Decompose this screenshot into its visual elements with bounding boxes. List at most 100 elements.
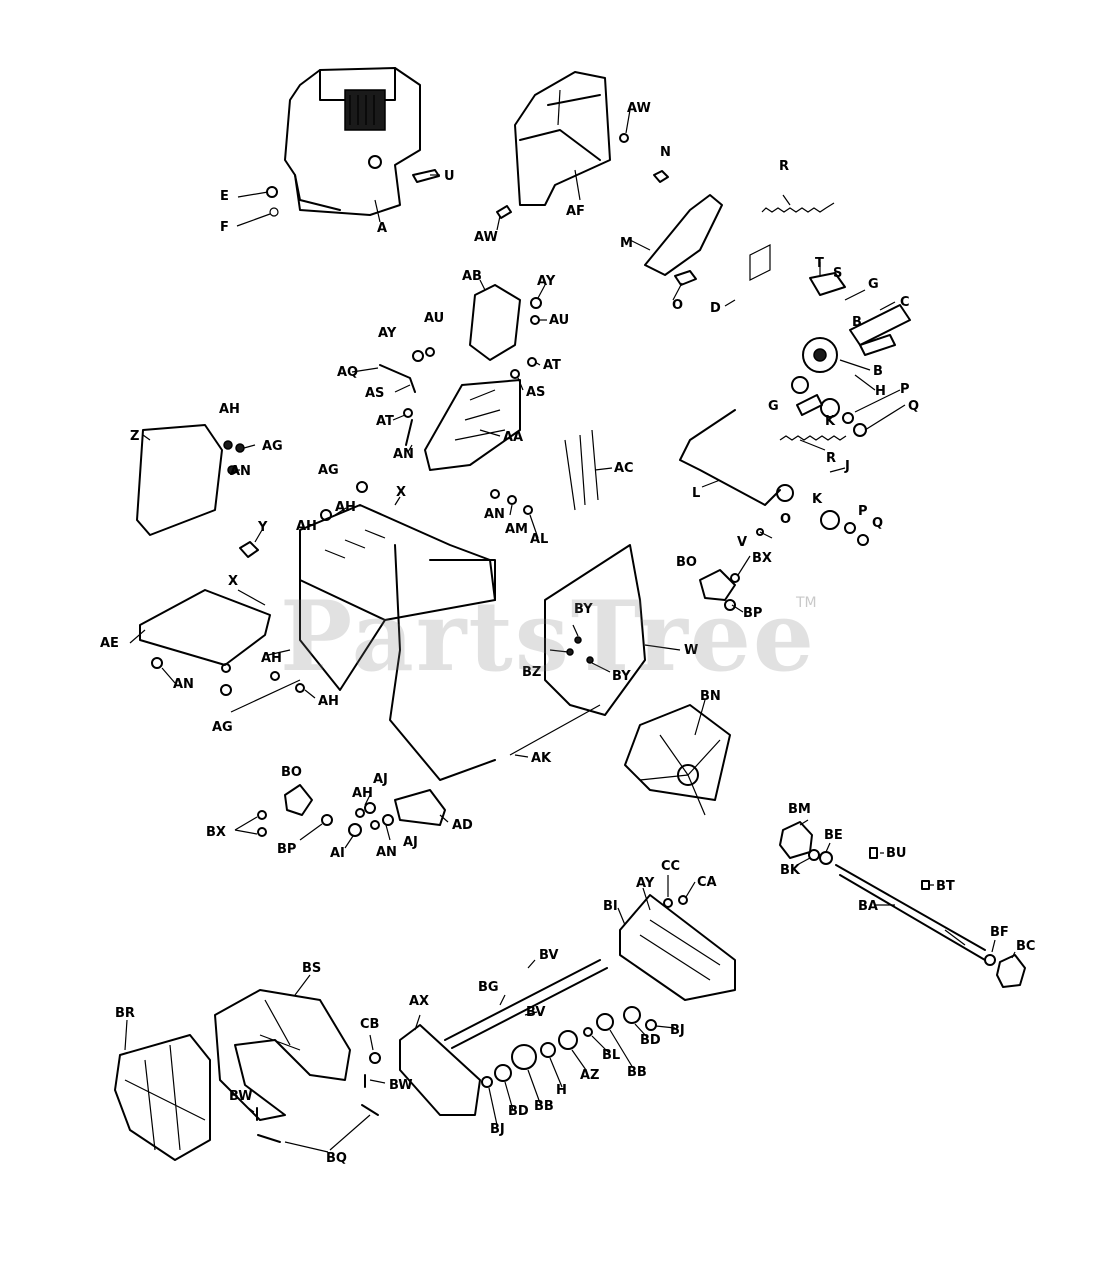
by-bolt-lower-part[interactable] [586,656,594,664]
at-bolt-left-part[interactable] [403,408,413,418]
o-stud-lower-part[interactable] [776,484,794,502]
bj-bearing-lower-part[interactable] [481,1076,493,1088]
ab-deflector-part[interactable] [469,284,521,361]
bb-bearing-upper-part[interactable] [596,1013,614,1031]
ag-bolt-ae-part[interactable] [220,684,232,696]
ca-nut-part[interactable] [678,895,688,905]
v-pin-part[interactable] [756,528,764,536]
al-bolt-part[interactable] [523,505,533,515]
ah-nut-x-part[interactable] [270,671,280,681]
ba-shaft-part[interactable] [835,864,986,961]
an-pin-part[interactable] [405,419,413,446]
bh-bushing-part[interactable] [540,1042,556,1058]
bq-bolt-right-part[interactable] [361,1104,379,1116]
bb-bearing-lower-part[interactable] [511,1044,537,1070]
u-bracket-part[interactable] [412,169,440,183]
ah-nut-top-part[interactable] [320,509,332,521]
engine-part[interactable] [284,67,421,216]
ay-nut-upper-part[interactable] [530,297,542,309]
r-spring-upper-part[interactable] [761,202,835,213]
aw-bolt-lower-part[interactable] [496,205,512,219]
g-collar-part[interactable] [791,376,809,394]
bu-key-part[interactable] [869,847,878,859]
label-ac: AC [614,461,634,476]
ak-shaft-part[interactable] [509,704,601,756]
ag-bolt-z-part[interactable] [235,443,245,453]
bk-washer-part[interactable] [808,849,820,861]
f-washer-part[interactable] [269,207,279,217]
aj-bushing-upper-part[interactable] [364,802,376,814]
bs-auger-part[interactable] [214,989,351,1121]
be-bearing-part[interactable] [819,851,833,865]
an-nut-middle-part[interactable] [490,489,500,499]
bn-impeller-part[interactable] [624,704,731,816]
r-spring-lower-part[interactable] [779,435,847,441]
bf-washer-part[interactable] [984,954,996,966]
bx-bolt-right-part[interactable] [730,573,740,583]
aq-lever-part[interactable] [379,364,416,393]
k-wheel-lower-part[interactable] [820,510,840,530]
l-crank-rod-part[interactable] [679,409,781,506]
by-bolt-upper-part[interactable] [574,636,582,644]
aa-chute-part[interactable] [424,379,521,471]
az-gear-part[interactable] [558,1030,578,1050]
e-nut-part[interactable] [266,186,278,198]
chute-upper-housing-part[interactable] [514,71,611,206]
bq-bolt-left-part[interactable] [257,1134,281,1143]
bt-key-part[interactable] [921,880,930,890]
bc-block-part[interactable] [996,954,1026,988]
pulley-assembly-part[interactable] [749,244,911,373]
x-auger-housing-part[interactable] [299,504,496,781]
am-washer-part[interactable] [507,495,517,505]
q-nut-part[interactable] [853,423,867,437]
au-washer-upper-part[interactable] [530,315,540,325]
label-m: M [620,236,633,251]
cb-bolt-part[interactable] [369,1052,381,1064]
bx-bolt-left-upper-part[interactable] [257,810,267,820]
aw-bolt-upper-part[interactable] [619,133,629,143]
p-washer-part[interactable] [842,412,854,424]
bm-block-part[interactable] [779,821,813,859]
bo-bracket-left-part[interactable] [284,784,313,816]
z-plate-part[interactable] [136,424,223,536]
bp-nut-left-part[interactable] [321,814,333,826]
m-bracket-part[interactable] [644,194,723,276]
ah-nut-ae-part[interactable] [221,663,231,673]
o-stud-upper-part[interactable] [674,270,697,286]
q-nut-lower-part[interactable] [857,534,869,546]
ay-frame-part[interactable] [619,894,736,1001]
p-washer-lower-part[interactable] [844,522,856,534]
bp-nut-right-part[interactable] [724,599,736,611]
ac-rods-part[interactable] [564,429,599,511]
ah-nut-mid-part[interactable] [355,808,365,818]
aj-bushing-lower-part[interactable] [382,814,394,826]
bl-bushing-part[interactable] [583,1027,593,1037]
cc-bolt-part[interactable] [663,898,673,908]
at-bolt-part[interactable] [527,357,537,367]
n-nut-part[interactable] [653,170,669,183]
an-nut-lower-part[interactable] [370,820,380,830]
ai-bearing-part[interactable] [348,823,362,837]
ay-nut-left-part[interactable] [412,350,424,362]
ax-gearbox-part[interactable] [399,1024,481,1116]
bd-ring-upper-part[interactable] [623,1006,641,1024]
ah-nut-z-part[interactable] [223,440,233,450]
ae-plate-part[interactable] [139,589,271,666]
au-washer-left-part[interactable] [425,347,435,357]
br-auger-part[interactable] [114,1034,211,1161]
k-wheel-part[interactable] [820,398,840,418]
bg-shaft-part[interactable] [444,959,608,1049]
as-bolt-part[interactable] [510,369,520,379]
trademark-mark: TM [796,595,817,611]
ad-bracket-part[interactable] [394,789,446,826]
bj-bearing-upper-part[interactable] [645,1019,657,1031]
ag-bolt-top-part[interactable] [356,481,368,493]
bx-bolt-left-lower-part[interactable] [257,827,267,837]
ah-nut-x-lower-part[interactable] [295,683,305,693]
bd-ring-lower-part[interactable] [494,1064,512,1082]
w-impeller-housing-part[interactable] [544,544,646,716]
j-bracket-part[interactable] [796,394,823,416]
an-nut-ae-part[interactable] [151,657,163,669]
bo-bracket-right-part[interactable] [699,569,736,601]
y-knob-part[interactable] [239,541,259,558]
